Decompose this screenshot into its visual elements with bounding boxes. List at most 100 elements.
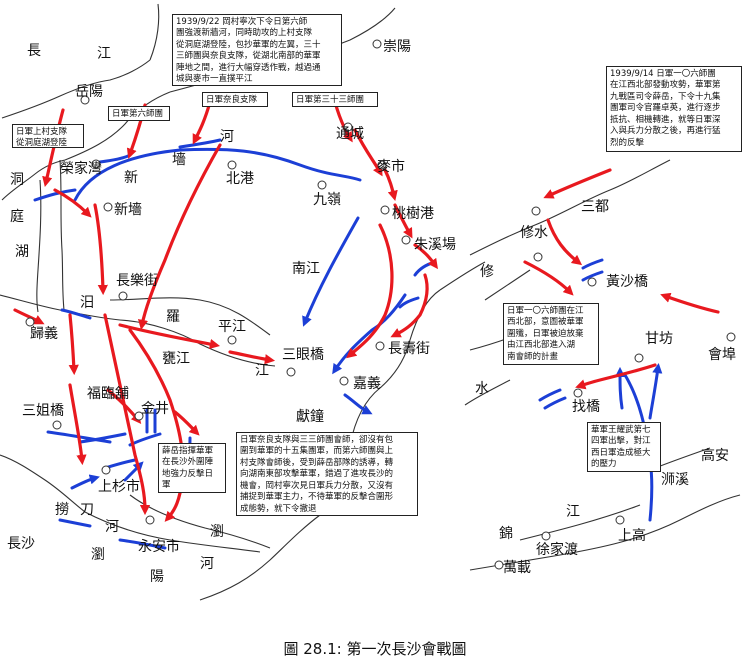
label-sanjieqiao: 三姐橋 bbox=[22, 403, 64, 419]
label-jiayi: 嘉義 bbox=[353, 376, 381, 392]
note-kamimura-detachment: 日軍上村支隊 從洞庭湖登陸 bbox=[12, 124, 84, 148]
note-line: 日軍奈良支隊 bbox=[206, 95, 258, 105]
label-pingjiang: 平江 bbox=[218, 319, 246, 335]
label-xixi: 浉溪 bbox=[661, 472, 689, 488]
label-ganfang: 甘坊 bbox=[645, 331, 673, 347]
label-beigang: 北港 bbox=[226, 171, 254, 187]
note-line: 向湖南東部攻擊華軍，錯過了進攻長沙的 bbox=[240, 469, 394, 480]
label-chang-yangtze: 長 bbox=[27, 43, 41, 59]
note-wang-yaowu: 華軍王耀武第七 四軍出擊，對江 西日軍造成極大 的壓力 bbox=[587, 422, 661, 472]
label-jin-jiang-2: 江 bbox=[566, 504, 580, 520]
label-xiu-2: 水 bbox=[475, 381, 489, 397]
label-jinjing: 金井 bbox=[141, 401, 169, 417]
label-changshoujie: 長壽街 bbox=[388, 341, 430, 357]
note-6th-division: 日軍第六師團 bbox=[108, 106, 170, 121]
label-taoshugang: 桃樹港 bbox=[392, 206, 434, 222]
label-guiyi: 歸義 bbox=[30, 326, 58, 342]
label-liu-3: 河 bbox=[200, 556, 214, 572]
label-yongan: 永安市 bbox=[138, 539, 180, 555]
note-line: 四軍出擊，對江 bbox=[591, 436, 651, 447]
label-qiang: 墻 bbox=[172, 152, 186, 168]
label-maishi: 麥市 bbox=[377, 159, 405, 175]
label-liu-1: 瀏 bbox=[210, 524, 224, 540]
note-line: 城與麥市一直撲平江 bbox=[176, 74, 253, 85]
note-line: 地強力反擊日 bbox=[162, 468, 214, 479]
label-dongting-2: 庭 bbox=[10, 209, 24, 225]
note-xue-yue: 薛岳指揮華軍 在長沙外圍陣 地強力反擊日 軍 bbox=[158, 443, 226, 493]
label-xin: 新 bbox=[124, 170, 138, 186]
label-fulinpu: 福臨舖 bbox=[87, 386, 129, 402]
note-line: 日軍第六師團 bbox=[112, 109, 164, 119]
note-line: 南會師的計畫 bbox=[507, 351, 559, 362]
note-line: 陣地之間，進行大幅穿透作戰，越過通 bbox=[176, 62, 321, 73]
note-line: 村支隊會師後，受到薛岳部隊的誘導，轉 bbox=[240, 457, 394, 468]
note-line: 烈的反擊 bbox=[610, 137, 645, 148]
note-line: 薛岳指揮華軍 bbox=[162, 446, 214, 456]
note-line: 入與兵力分散之後，再進行猛 bbox=[610, 126, 721, 137]
label-shanggao: 上高 bbox=[618, 528, 646, 544]
label-jin-jiang-1: 錦 bbox=[499, 526, 513, 542]
label-sandu: 三都 bbox=[581, 199, 609, 215]
label-lao-1: 撈 bbox=[55, 502, 69, 518]
label-xiu-1: 修 bbox=[480, 264, 494, 280]
note-line: 日軍奈良支隊與三三師團會師，卻沒有包 bbox=[240, 435, 394, 445]
label-miluo-mi: 汨 bbox=[80, 295, 94, 311]
note-line: 的壓力 bbox=[591, 459, 617, 470]
label-dongting-1: 洞 bbox=[10, 172, 24, 188]
note-line: 在江西北部發動攻勢，華軍第 bbox=[610, 80, 721, 91]
label-he-qiang: 河 bbox=[220, 129, 234, 145]
note-line: 在長沙外圍陣 bbox=[162, 457, 214, 468]
note-line: 日軍上村支隊 bbox=[16, 127, 68, 137]
label-liu-left: 瀏 bbox=[91, 547, 105, 563]
note-1939-09-14: 1939/9/14 日軍一〇六師團 在江西北部發動攻勢，華軍第 九戰區司令薛岳，… bbox=[606, 66, 742, 152]
note-33rd-division: 日軍第三十三師團 bbox=[292, 92, 378, 107]
note-line: 圍到華軍的十五集團軍，而第六師團與上 bbox=[240, 446, 394, 457]
label-xinqiang: 新墻 bbox=[114, 202, 142, 218]
note-line: 成態勢，就下令撤退 bbox=[240, 503, 317, 514]
note-line: 團軍司令官羅卓英，進行逐步 bbox=[610, 103, 721, 114]
rivers-right bbox=[464, 159, 741, 571]
label-lao-3: 河 bbox=[105, 519, 119, 535]
label-sanyanqiao: 三眼橋 bbox=[282, 347, 324, 363]
note-line: 圍殲，日軍被迫放棄 bbox=[507, 328, 584, 339]
note-line: 軍 bbox=[162, 480, 171, 491]
label-xujiadu: 徐家渡 bbox=[536, 542, 578, 558]
label-shangshan: 上杉市 bbox=[98, 479, 140, 495]
label-jiang-yangtze: 江 bbox=[97, 46, 111, 62]
note-line: 西日軍造成極大 bbox=[591, 447, 651, 458]
note-line: 從洞庭湖登陸，包抄華軍的左翼，三十 bbox=[176, 39, 321, 50]
label-xianzhong: 獻鐘 bbox=[296, 409, 324, 425]
label-tongcheng: 通城 bbox=[336, 126, 364, 142]
figure-caption: 圖 28.1: 第一次長沙會戰圖 bbox=[283, 640, 467, 658]
label-hui-fu: 會埠 bbox=[708, 347, 736, 363]
label-changsha: 長沙 bbox=[7, 536, 35, 552]
note-line: 1939/9/22 岡村寧次下令日第六師 bbox=[176, 17, 308, 27]
label-nanjiang: 南江 bbox=[292, 261, 320, 277]
label-changlejie: 長樂街 bbox=[116, 273, 158, 289]
label-xiushui-town: 修水 bbox=[520, 225, 548, 241]
town-markers bbox=[25, 39, 736, 570]
label-yingtian: 甕江 bbox=[162, 351, 190, 367]
label-jiuling: 九嶺 bbox=[313, 192, 341, 208]
note-line: 從洞庭湖登陸 bbox=[16, 138, 68, 149]
label-zhuxichang: 朱溪場 bbox=[414, 237, 456, 253]
note-line: 機會，岡村寧次見日軍兵力分散，又沒有 bbox=[240, 480, 394, 491]
label-huangshaqiao: 黃沙橋 bbox=[606, 274, 648, 290]
note-line: 捕捉到華軍主力，不待華軍的反擊合圍形 bbox=[240, 492, 394, 503]
note-106th-division: 日軍一〇六師團在江 西北部，意圖被華軍 圍殲，日軍被迫放棄 由江西北部進入湖 南… bbox=[503, 303, 599, 365]
label-rongjiawan: 榮家灣 bbox=[60, 161, 102, 177]
label-miluo-luo: 羅 bbox=[166, 309, 180, 325]
japanese-movements bbox=[13, 100, 720, 522]
note-line: 日軍第三十三師團 bbox=[296, 95, 365, 105]
note-line: 1939/9/14 日軍一〇六師團 bbox=[610, 69, 716, 79]
note-line: 華軍王耀武第七 bbox=[591, 425, 651, 435]
label-lao-2: 刀 bbox=[80, 502, 94, 518]
label-wanzai: 萬載 bbox=[503, 560, 531, 576]
label-zhaoqiao: 找橋 bbox=[572, 399, 600, 415]
label-dongting-3: 湖 bbox=[15, 244, 29, 260]
label-yueyang: 岳陽 bbox=[75, 84, 103, 100]
note-line: 抵抗、相機轉進，就等日軍深 bbox=[610, 114, 721, 125]
label-liu-2: 陽 bbox=[150, 569, 164, 585]
label-chongyang: 崇陽 bbox=[383, 39, 411, 55]
